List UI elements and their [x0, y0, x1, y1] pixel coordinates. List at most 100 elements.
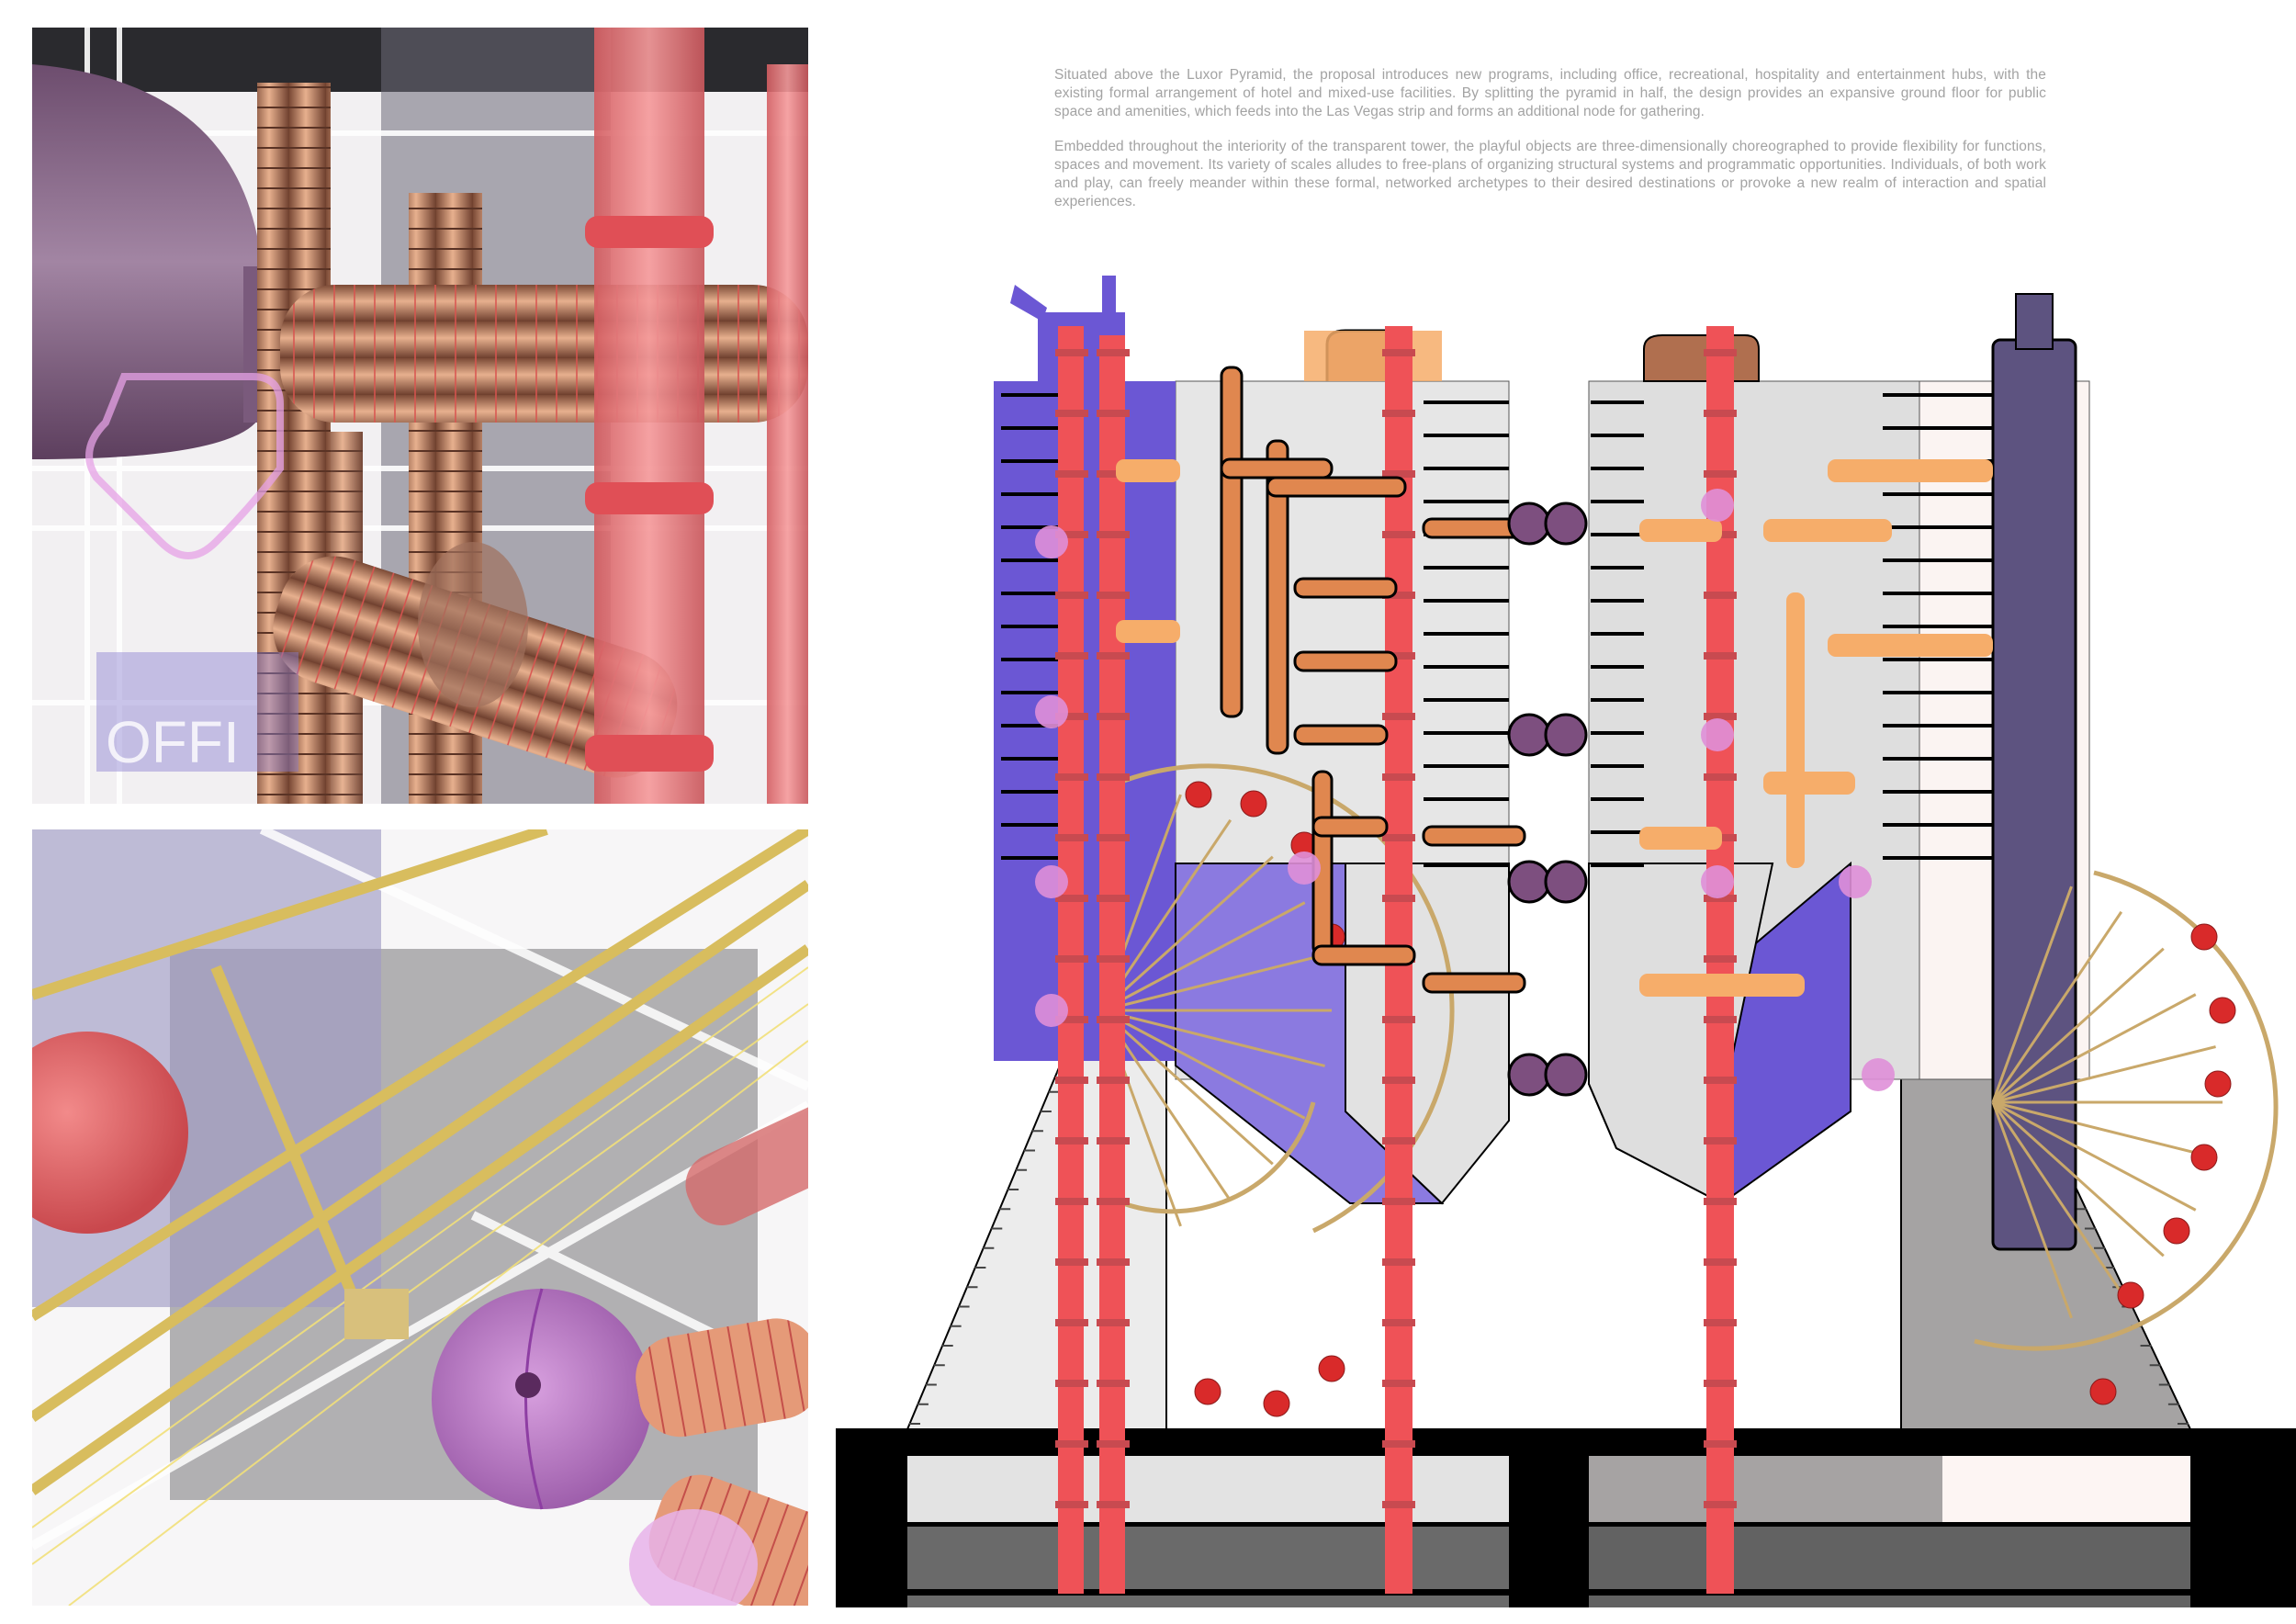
column-band: [1704, 1137, 1737, 1145]
column-band: [1704, 470, 1737, 478]
wheel-spoke: [1101, 901, 1306, 1012]
ferris-wheel-cabin: [2209, 997, 2236, 1024]
red-column-2: [1099, 335, 1125, 1594]
column-band: [1097, 1016, 1130, 1023]
wheel-spoke: [1991, 947, 2165, 1104]
orange-tube: [1422, 825, 1526, 847]
light-orange-tube: [1763, 519, 1892, 542]
column-band: [1055, 773, 1088, 781]
column-band: [1704, 1077, 1737, 1084]
orange-tube: [1293, 650, 1398, 672]
column-band: [1097, 1440, 1130, 1448]
wheel-spoke: [1991, 885, 2073, 1103]
light-orange-tube: [1763, 772, 1855, 795]
ferris-wheel-cabin: [1194, 1378, 1221, 1405]
column-band: [1097, 349, 1130, 356]
column-band: [1704, 349, 1737, 356]
column-band: [1382, 1440, 1415, 1448]
column-band: [1704, 955, 1737, 963]
ferris-wheel-cabin: [1240, 790, 1267, 818]
column-band: [1097, 652, 1130, 660]
column-band: [1382, 349, 1415, 356]
wheel-spoke: [1991, 1101, 2073, 1319]
column-band: [1097, 1501, 1130, 1508]
pink-hemisphere: [1701, 865, 1734, 898]
light-orange-tube: [1828, 634, 1993, 657]
column-band: [1055, 531, 1088, 538]
orange-tube: [1311, 816, 1389, 838]
render-top-illustration: OFFI: [32, 28, 808, 804]
plum-sphere: [1544, 860, 1588, 904]
column-band: [1097, 713, 1130, 720]
wheel-spoke: [1991, 910, 2123, 1103]
column-band: [1055, 895, 1088, 902]
column-band: [1704, 713, 1737, 720]
column-band: [1055, 592, 1088, 599]
pink-hemisphere: [1701, 718, 1734, 751]
column-band: [1382, 1077, 1415, 1084]
column-band: [1055, 1137, 1088, 1145]
pink-hemisphere: [1839, 865, 1872, 898]
column-band: [1055, 470, 1088, 478]
section-svg: [836, 276, 2296, 1607]
column-band: [1704, 773, 1737, 781]
column-band: [1055, 1380, 1088, 1387]
ferris-wheel-cabin: [1263, 1390, 1290, 1417]
column-band: [1097, 531, 1130, 538]
orange-tube: [1220, 366, 1244, 718]
pink-hemisphere: [1701, 489, 1734, 522]
ferris-wheel-cabin: [1318, 1355, 1345, 1382]
column-band: [1704, 1440, 1737, 1448]
column-band: [1055, 713, 1088, 720]
light-orange-tube: [1639, 519, 1722, 542]
orange-tube: [1220, 457, 1334, 479]
column-band: [1382, 1501, 1415, 1508]
pink-hemisphere: [1288, 851, 1321, 885]
plum-sphere: [1544, 713, 1588, 757]
column-band: [1704, 1501, 1737, 1508]
neon-sign-text: OFFI: [106, 709, 240, 775]
wheel-spoke: [1992, 1045, 2216, 1104]
column-band: [1097, 1077, 1130, 1084]
light-orange-tube: [1116, 459, 1180, 482]
wheel-spoke: [1992, 1100, 2216, 1159]
light-orange-tube: [1828, 459, 1993, 482]
column-band: [1097, 895, 1130, 902]
column-band: [1055, 410, 1088, 417]
column-band: [1382, 1016, 1415, 1023]
column-band: [1097, 410, 1130, 417]
wheel-spoke: [1100, 855, 1274, 1012]
column-band: [1382, 531, 1415, 538]
wheel-spoke: [1991, 1100, 2165, 1257]
column-band: [1704, 1380, 1737, 1387]
column-band: [1055, 1077, 1088, 1084]
column-band: [1704, 652, 1737, 660]
plum-sphere: [1507, 1053, 1551, 1097]
ferris-wheel-cabin: [2190, 923, 2218, 951]
column-band: [1382, 1258, 1415, 1266]
pink-hemisphere: [1035, 865, 1068, 898]
basement-level-1-right: [1589, 1527, 2190, 1589]
ferris-wheel-cabin: [2163, 1217, 2190, 1245]
column-band: [1704, 1016, 1737, 1023]
column-band: [1055, 1258, 1088, 1266]
description-paragraph-2: Embedded throughout the interiority of t…: [1054, 139, 2046, 209]
column-band: [1055, 1016, 1088, 1023]
orange-tube: [1422, 972, 1526, 994]
column-band: [1055, 1501, 1088, 1508]
column-band: [1055, 834, 1088, 841]
ferris-wheel-cabin: [2204, 1070, 2232, 1098]
plum-sphere: [1507, 860, 1551, 904]
column-band: [1704, 895, 1737, 902]
light-orange-tube: [1639, 827, 1722, 850]
column-band: [1097, 834, 1130, 841]
pink-hemisphere: [1862, 1058, 1895, 1091]
plum-sphere: [1544, 502, 1588, 546]
column-band: [1382, 652, 1415, 660]
ferris-wheel-cabin: [2089, 1378, 2117, 1405]
pink-hemisphere: [1035, 525, 1068, 558]
orange-tube: [1266, 439, 1289, 755]
description-paragraph-1: Situated above the Luxor Pyramid, the pr…: [1054, 67, 2046, 119]
column-band: [1382, 895, 1415, 902]
column-band: [1055, 1198, 1088, 1205]
